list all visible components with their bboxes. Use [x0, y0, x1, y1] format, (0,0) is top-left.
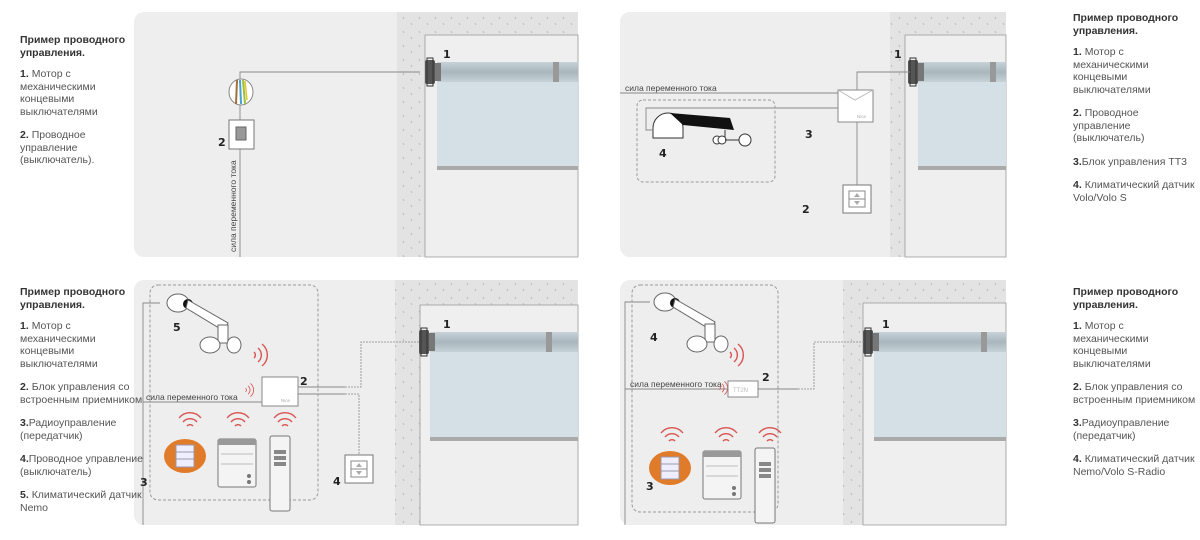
control-box-tt3: Nice: [837, 89, 874, 123]
description-item: 2. Проводное управление (выключатель): [1073, 107, 1145, 144]
svg-text:Nice: Nice: [281, 398, 290, 403]
svg-text:5: 5: [173, 321, 181, 334]
roller-tube: [437, 62, 578, 82]
diagram-panel-2: 1 сила переменного тока Nice 3 2 4: [620, 12, 1007, 258]
description-item: 5. Климатический датчик Nemo: [20, 489, 142, 514]
diagram-panel-3: 1 сила переменного тока 5 Nice 2 4 3: [134, 280, 579, 526]
svg-text:3: 3: [646, 480, 654, 493]
description-item: 3.Радиоуправление (передатчик): [20, 417, 117, 442]
power-wire: [239, 71, 420, 257]
description-item: 4. Климатический датчик Volo/Volo S: [1073, 179, 1195, 204]
svg-text:2: 2: [802, 203, 810, 216]
description-item: 1. Мотор с механическими концевыми выклю…: [20, 320, 98, 370]
panel-2-description: Пример проводного управления. 1. Мотор с…: [1073, 12, 1198, 215]
svg-text:1: 1: [882, 318, 890, 331]
description-item: 2. Блок управления со встроенным приемни…: [20, 381, 143, 406]
sensor-group-box: [636, 99, 776, 183]
svg-text:4: 4: [659, 147, 667, 160]
wall-switch-icon: [344, 454, 374, 484]
svg-text:4: 4: [333, 475, 341, 488]
svg-text:сила переменного тока: сила переменного тока: [625, 83, 717, 93]
description-item: 1. Мотор с механическими концевыми выклю…: [1073, 320, 1151, 370]
description-item: 2. Проводное управление (выключатель).: [20, 129, 95, 166]
description-item: 3.Блок управления TT3: [1073, 155, 1187, 168]
panel-3-description: Пример проводного управления. 1. Мотор с…: [20, 286, 145, 525]
svg-text:TT2N: TT2N: [733, 388, 748, 394]
blind-fabric: [437, 82, 578, 168]
svg-text:сила переменного тока: сила переменного тока: [630, 379, 722, 389]
svg-text:3: 3: [140, 476, 148, 489]
svg-text:4: 4: [650, 331, 658, 344]
description-item: 1. Мотор с механическими концевыми выклю…: [1073, 46, 1151, 96]
description-title: Пример проводного управления.: [1073, 286, 1179, 311]
svg-text:2: 2: [218, 136, 226, 149]
volo-sensor-icon: [652, 112, 752, 147]
wall-switch-icon: [228, 119, 255, 150]
description-item: 4. Климатический датчик Nemo/Volo S-Radi…: [1073, 453, 1195, 478]
svg-text:3: 3: [805, 128, 813, 141]
description-item: 2. Блок управления со встроенным приемни…: [1073, 381, 1196, 406]
svg-text:1: 1: [443, 318, 451, 331]
diagram-panel-4: 1 сила переменного тока 4 TT2N 2 3: [620, 280, 1007, 526]
wall-switch-icon: [842, 184, 872, 214]
description-item: 1. Мотор с механическими концевыми выклю…: [20, 68, 98, 118]
panel-4-description: Пример проводного управления. 1. Мотор с…: [1073, 286, 1198, 489]
diagram-panel-1: 1 2 сила переменного тока: [134, 12, 579, 258]
svg-text:1: 1: [443, 48, 451, 61]
description-title: Пример проводного управления.: [20, 34, 126, 59]
description-item: 3.Радиоуправление (передатчик): [1073, 417, 1170, 442]
svg-text:Nice: Nice: [857, 114, 866, 119]
cable-icon: [228, 78, 254, 106]
control-box-receiver: Nice: [261, 376, 299, 407]
svg-text:сила переменного тока: сила переменного тока: [146, 392, 238, 402]
description-title: Пример проводного управления.: [20, 286, 126, 311]
svg-text:1: 1: [894, 48, 902, 61]
panel-1-description: Пример проводного управления. 1. Мотор с…: [20, 34, 145, 178]
wire-label: сила переменного тока: [228, 160, 238, 252]
svg-text:2: 2: [300, 375, 308, 388]
control-box-tt2n: TT2N: [727, 380, 759, 398]
description-title: Пример проводного управления.: [1073, 12, 1179, 37]
svg-text:2: 2: [762, 371, 770, 384]
description-item: 4.Проводное управление (выключатель): [20, 453, 144, 478]
